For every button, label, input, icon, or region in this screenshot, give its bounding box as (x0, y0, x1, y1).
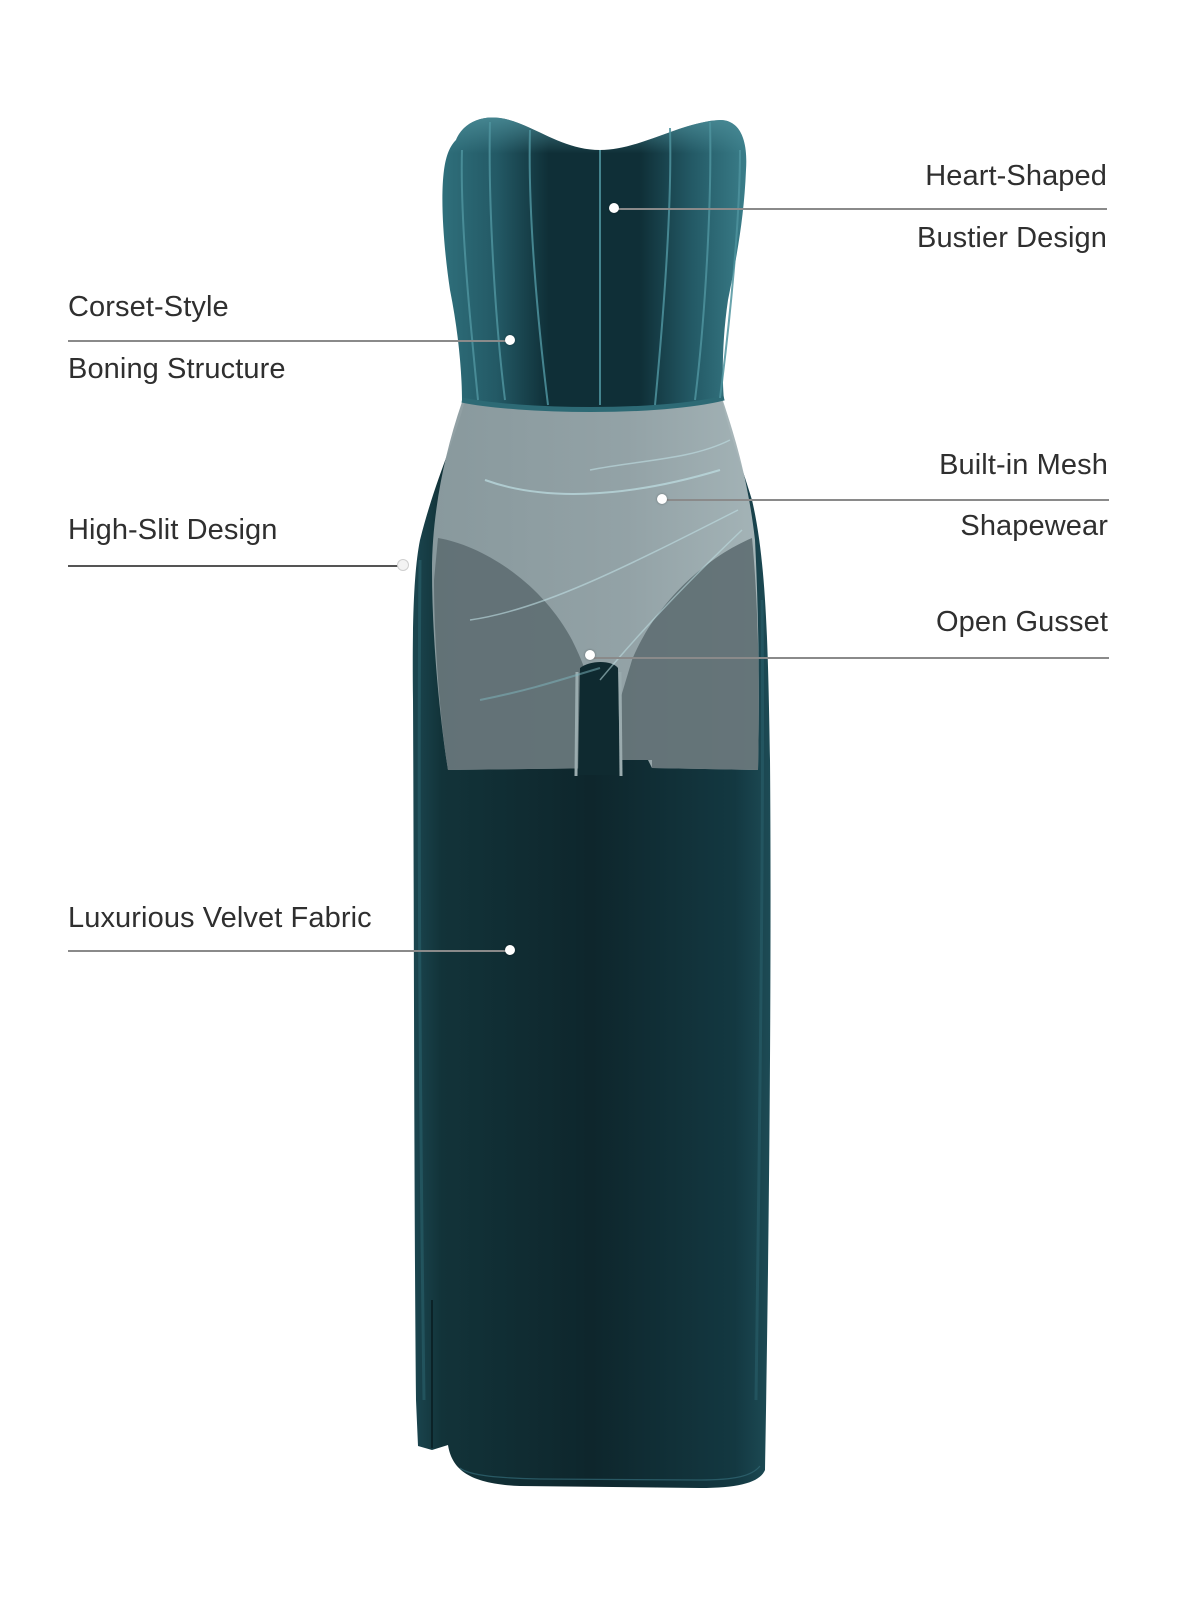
callout-gusset-leader-line (590, 657, 1109, 659)
callout-boning-line1: Corset-Style (68, 291, 229, 323)
callout-velvet-label: Luxurious Velvet Fabric (68, 902, 372, 934)
callout-shapewear-marker-dot (657, 494, 667, 504)
callout-velvet-leader-line (68, 950, 510, 952)
callout-boning-leader-line (68, 340, 510, 342)
callout-velvet-marker-dot (505, 945, 515, 955)
callout-shapewear-line1: Built-in Mesh (939, 449, 1108, 481)
callout-slit-leader-line (68, 565, 403, 567)
callout-boning-line2: Boning Structure (68, 353, 286, 385)
callout-slit-marker-dot (398, 560, 408, 570)
callout-gusset-label: Open Gusset (936, 606, 1108, 638)
callout-shapewear-line2: Shapewear (960, 510, 1108, 542)
callout-bustier-line2: Bustier Design (917, 222, 1107, 254)
callout-shapewear-leader-line (662, 499, 1109, 501)
callout-bustier-leader-line (614, 208, 1107, 210)
callout-gusset-marker-dot (585, 650, 595, 660)
callout-bustier-line1: Heart-Shaped (925, 160, 1107, 192)
callout-bustier-marker-dot (609, 203, 619, 213)
callout-slit-label: High-Slit Design (68, 514, 278, 546)
callout-boning-marker-dot (505, 335, 515, 345)
